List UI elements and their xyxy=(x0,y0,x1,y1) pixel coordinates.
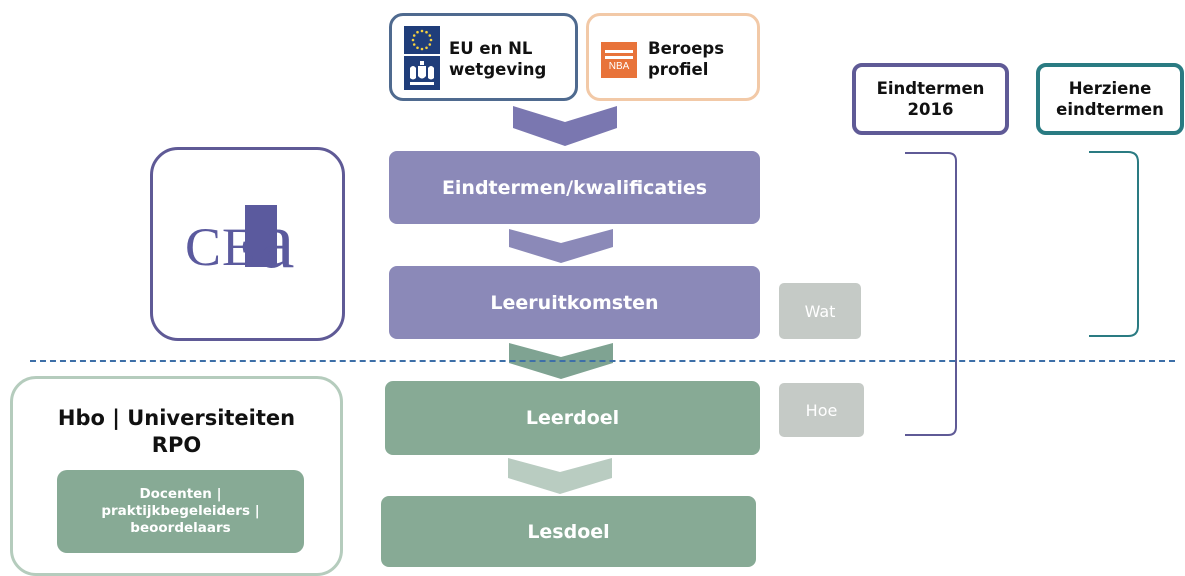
label-wat: Wat xyxy=(779,283,861,339)
bracket-eindtermen-2016 xyxy=(905,152,957,436)
flow-lesdoel: Lesdoel xyxy=(381,496,756,567)
nba-logo: NBA xyxy=(601,42,637,78)
source-nba-label: Beroeps profiel xyxy=(648,39,725,79)
chevron-down-icon xyxy=(508,458,612,494)
source-eu-nl-wetgeving: EU en NL wetgeving xyxy=(389,13,578,101)
coat-of-arms-icon xyxy=(404,56,440,90)
header-herziene-eindtermen: Herziene eindtermen xyxy=(1036,63,1184,135)
cea-logo-box: CE a xyxy=(150,147,345,341)
divider-dashed xyxy=(30,360,1175,362)
eu-flag-icon xyxy=(404,26,440,54)
flow-leeruitkomsten: Leeruitkomsten xyxy=(389,266,760,339)
bracket-herziene-eindtermen xyxy=(1089,151,1139,337)
chevron-down-icon xyxy=(509,229,613,263)
chevron-down-icon xyxy=(513,106,617,146)
label-hoe: Hoe xyxy=(779,383,864,437)
source-beroepsprofiel: NBA Beroeps profiel xyxy=(586,13,760,101)
hbo-docenten-box: Docenten | praktijkbegeleiders | beoorde… xyxy=(57,470,304,553)
flow-leerdoel: Leerdoel xyxy=(385,381,760,455)
flow-eindtermen-kwalificaties: Eindtermen/kwalificaties xyxy=(389,151,760,224)
cea-logo: CE a xyxy=(185,197,295,285)
source-eu-label: EU en NL wetgeving xyxy=(449,39,547,79)
hbo-title: Hbo | Universiteiten RPO xyxy=(57,406,296,457)
hbo-universiteiten-box: Hbo | Universiteiten RPO Docenten | prak… xyxy=(10,376,343,576)
header-eindtermen-2016: Eindtermen 2016 xyxy=(852,63,1009,135)
